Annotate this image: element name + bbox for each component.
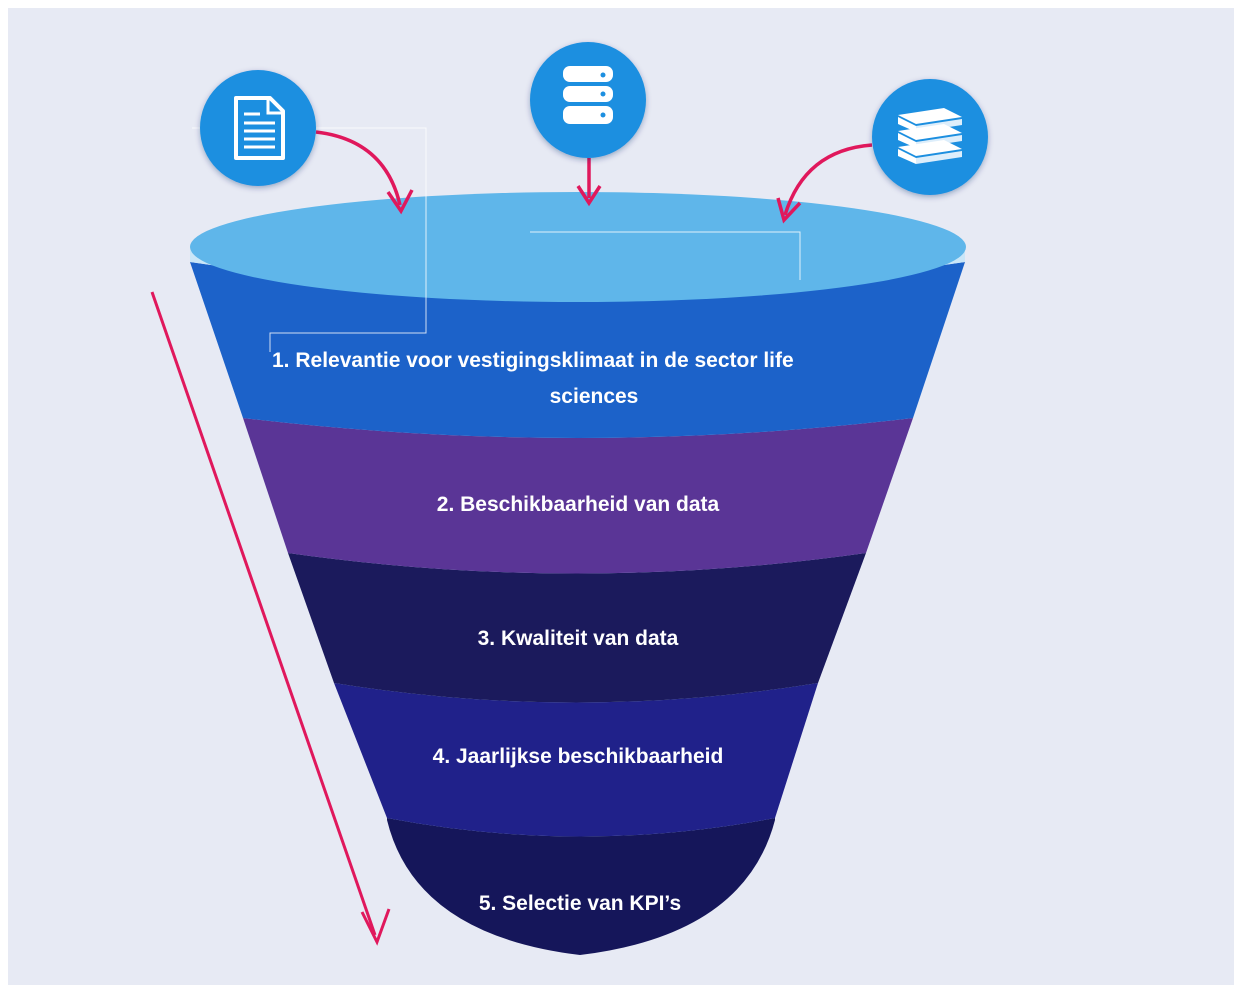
stage-3-label: 3. Kwaliteit van data: [478, 627, 679, 650]
source-arrows: [315, 130, 873, 224]
document-icon: [200, 70, 316, 186]
arrow-from-document: [315, 130, 402, 206]
stage-4-label: 4. Jaarlijkse beschikbaarheid: [433, 745, 724, 768]
books-icon: [872, 79, 988, 195]
arrow-from-books: [783, 143, 873, 216]
stage-5-label: 5. Selectie van KPI’s: [479, 892, 681, 915]
guide-lines: [192, 127, 801, 352]
stage-1-label-line2: sciences: [550, 385, 639, 408]
funnel-top-opening: [190, 192, 966, 302]
stage-2-label: 2. Beschikbaarheid van data: [437, 493, 720, 516]
stage-1-label-line1: 1. Relevantie voor vestigingsklimaat in …: [272, 349, 794, 372]
progression-arrow: [150, 291, 391, 946]
database-icon: [530, 42, 646, 158]
